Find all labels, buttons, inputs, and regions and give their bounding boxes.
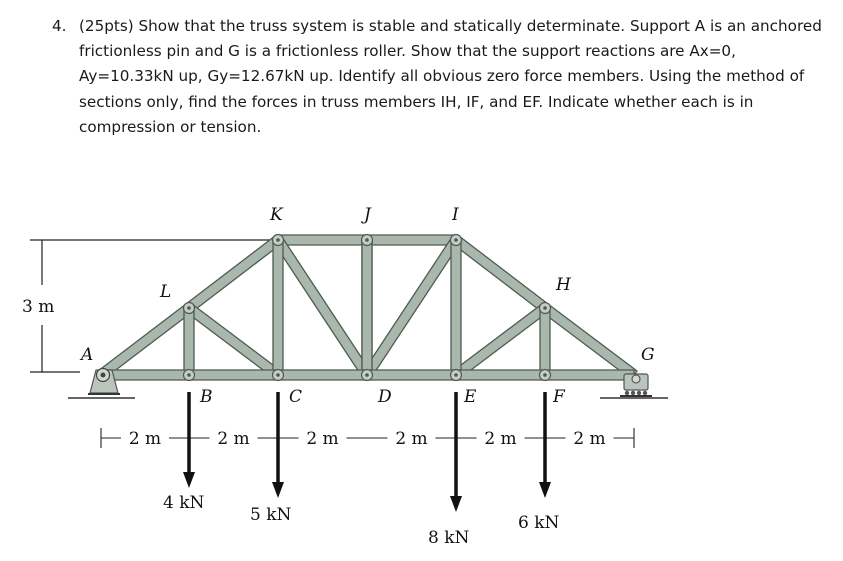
member-lc <box>185 303 282 380</box>
joint-pin-e <box>454 373 458 377</box>
load-arrow-head <box>539 482 551 498</box>
joint-pin-l <box>187 306 191 310</box>
joint-pin-c <box>276 373 280 377</box>
joint-pin-j <box>365 238 369 242</box>
load-label-4kn: 4 kN <box>163 493 205 513</box>
roller-support-g <box>620 373 652 397</box>
truss-joints <box>182 233 552 382</box>
joint-label-e: E <box>463 387 477 407</box>
member-fg <box>544 369 635 381</box>
joint-label-g: G <box>641 345 655 365</box>
load-arrow-head <box>183 472 195 488</box>
member-ef <box>455 369 546 381</box>
joint-pin-d <box>365 373 369 377</box>
member-hf <box>539 307 551 376</box>
joint-label-j: J <box>361 205 372 225</box>
member-kc <box>272 239 284 376</box>
span-label: 2 m <box>306 429 338 449</box>
joint-pin-k <box>276 238 280 242</box>
joint-pin-i <box>454 238 458 242</box>
member-kd <box>273 236 372 379</box>
pin-support-a <box>88 367 120 395</box>
span-label: 2 m <box>573 429 605 449</box>
load-arrows <box>183 392 551 512</box>
member-de <box>366 369 457 381</box>
member-jd <box>361 239 373 376</box>
joint-pin-f <box>543 373 547 377</box>
member-ih <box>452 235 549 313</box>
load-label-6kn: 6 kN <box>518 513 560 533</box>
span-label: 2 m <box>129 429 161 449</box>
joint-pin-h <box>543 306 547 310</box>
member-al <box>97 303 193 380</box>
joint-label-i: I <box>451 205 459 225</box>
load-arrow-head <box>450 496 462 512</box>
member-ji <box>366 234 457 246</box>
load-label-5kn: 5 kN <box>250 505 292 525</box>
member-ie <box>450 239 462 376</box>
joint-label-f: F <box>552 387 566 407</box>
member-hg <box>541 303 638 380</box>
span-label: 2 m <box>395 429 427 449</box>
joint-label-b: B <box>199 387 213 407</box>
problem-text: (25pts) Show that the truss system is st… <box>79 17 822 136</box>
span-label: 2 m <box>484 429 516 449</box>
joint-label-d: D <box>377 387 392 407</box>
problem-number: 4. <box>52 17 67 35</box>
member-eh <box>452 303 549 380</box>
load-arrow-head <box>272 482 284 498</box>
span-dimensions <box>100 428 635 448</box>
height-dimension <box>30 239 280 373</box>
span-label: 2 m <box>217 429 249 449</box>
joint-label-k: K <box>269 205 284 225</box>
joint-label-l: L <box>159 282 171 302</box>
joint-pin-b <box>187 373 191 377</box>
member-kj <box>277 234 368 246</box>
member-lb <box>183 307 195 376</box>
truss-members <box>97 234 638 381</box>
joint-label-h: H <box>555 275 572 295</box>
member-cd <box>277 369 368 381</box>
height-label: 3 m <box>22 297 54 317</box>
member-di <box>362 236 461 379</box>
member-lk <box>185 235 282 313</box>
joint-label-c: C <box>289 387 302 407</box>
joint-label-a: A <box>79 345 93 365</box>
load-label-8kn: 8 kN <box>428 528 470 548</box>
member-bc <box>188 369 279 381</box>
